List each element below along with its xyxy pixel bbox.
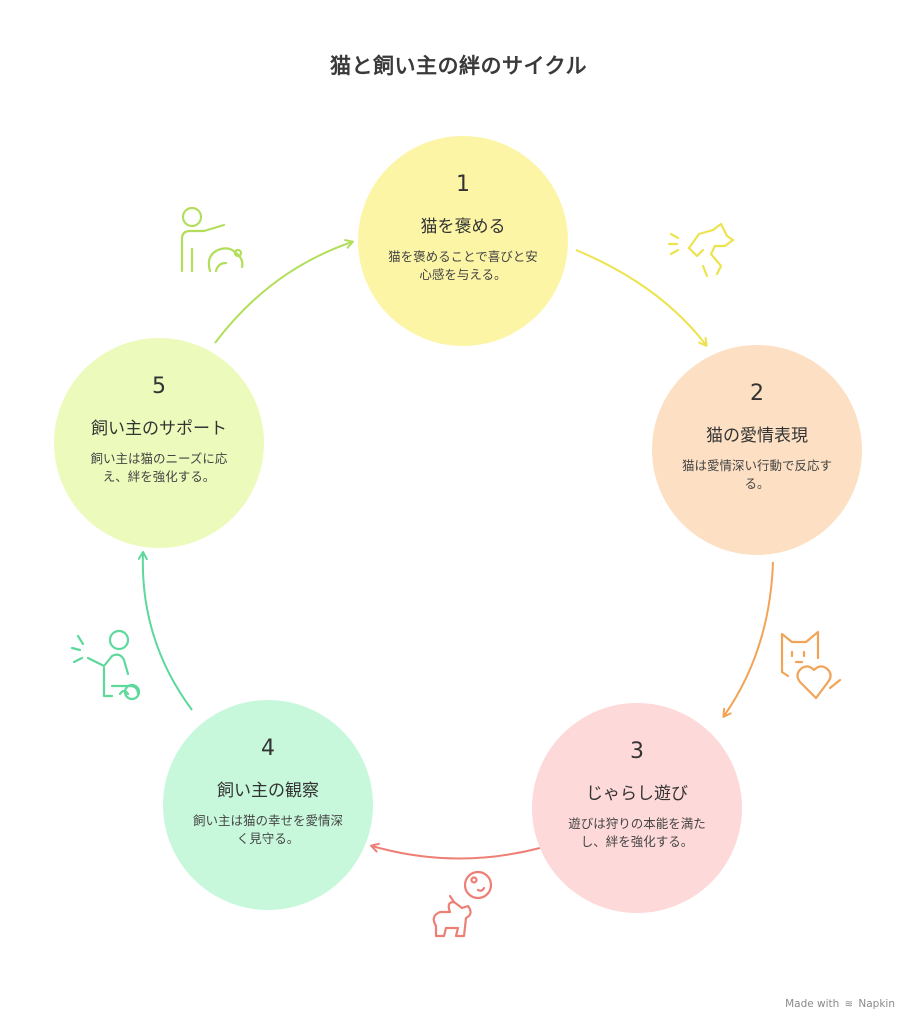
arrow-4-to-5 [137, 551, 193, 711]
node-label: 猫の愛情表現 [706, 426, 808, 446]
cycle-node-1: 1 猫を褒める 猫を褒めることで喜びと安心感を与える。 [358, 136, 568, 346]
person-playing-with-toy-icon [70, 629, 141, 701]
node-number: 1 [456, 172, 470, 197]
node-label: 猫を褒める [420, 217, 506, 237]
node-description: 飼い主は猫のニーズに応え、絆を強化する。 [90, 451, 228, 484]
node-number: 4 [261, 736, 275, 761]
arrow-3-to-4 [370, 842, 541, 860]
made-with-text: Made with [785, 998, 840, 1010]
cat-heart-icon [780, 630, 842, 700]
node-description: 遊びは狩りの本能を満たし、絆を強化する。 [568, 816, 706, 849]
node-label: 飼い主のサポート [91, 419, 227, 439]
node-description: 猫は愛情深い行動で反応する。 [681, 458, 832, 491]
dog-barking-icon [667, 222, 735, 278]
diagram-title: 猫と飼い主の絆のサイクル [330, 54, 587, 78]
node-description: 飼い主は猫の幸せを愛情深く見守る。 [192, 813, 343, 846]
cycle-node-2: 2 猫の愛情表現 猫は愛情深い行動で反応する。 [652, 345, 862, 555]
node-description: 猫を褒めることで喜びと安心感を与える。 [388, 249, 538, 282]
node-number: 2 [750, 381, 764, 406]
cycle-node-4: 4 飼い主の観察 飼い主は猫の幸せを愛情深く見守る。 [163, 700, 373, 910]
brand-name: Napkin [858, 998, 895, 1010]
node-number: 5 [152, 374, 166, 399]
cycle-node-5: 5 飼い主のサポート 飼い主は猫のニーズに応え、絆を強化する。 [54, 338, 264, 548]
cycle-node-3: 3 じゃらし遊び 遊びは狩りの本能を満たし、絆を強化する。 [532, 703, 742, 913]
footer-credit: Made with ≋ Napkin [785, 998, 895, 1010]
node-number: 3 [630, 739, 644, 764]
person-petting-pet-icon [180, 206, 244, 273]
rabbit-ball-icon [432, 870, 493, 938]
node-label: じゃらし遊び [586, 784, 688, 804]
node-label: 飼い主の観察 [217, 781, 319, 801]
napkin-logo-icon: ≋ [844, 999, 854, 1010]
arrow-2-to-3 [722, 561, 774, 718]
